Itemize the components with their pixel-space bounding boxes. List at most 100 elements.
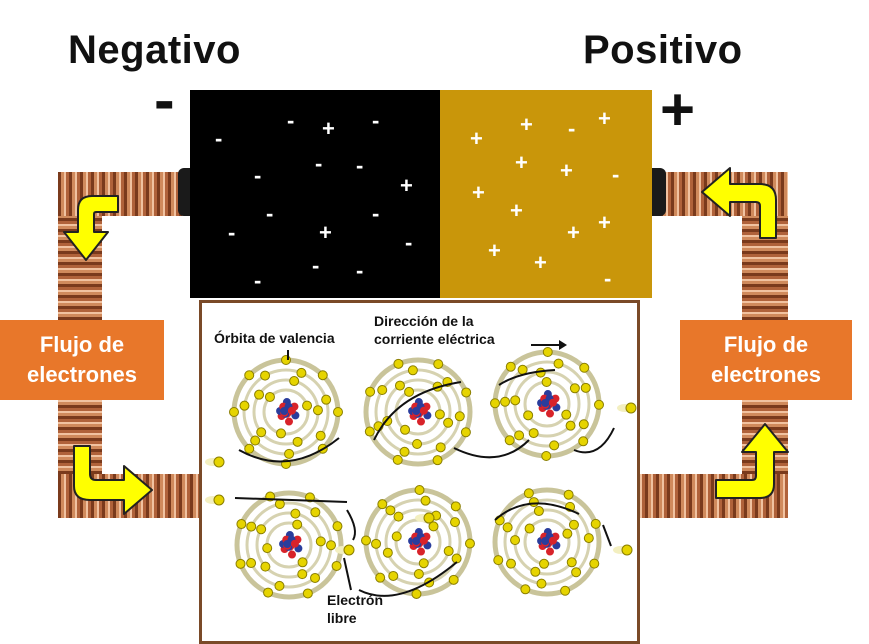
orbit-ring: [262, 388, 310, 436]
electron: [561, 409, 572, 420]
electron: [490, 398, 501, 409]
negative-charge-14: -: [312, 253, 320, 278]
electron: [493, 555, 504, 566]
electron: [325, 540, 336, 551]
electron: [302, 588, 313, 599]
electron: [393, 511, 404, 522]
current-direction-label: Dirección de la corriente eléctrica: [374, 313, 495, 348]
positive-charge-3: +: [598, 106, 611, 131]
current-path: [346, 509, 356, 541]
electron: [260, 370, 271, 381]
electron: [315, 430, 326, 441]
negative-charge-8: -: [266, 201, 274, 226]
electron: [302, 400, 313, 411]
electron: [541, 377, 552, 388]
electron: [443, 417, 454, 428]
electron: [264, 391, 275, 402]
nucleus-particle: [412, 536, 421, 545]
electron-flow-label-right: Flujo de electrones: [680, 320, 852, 400]
electron: [391, 531, 402, 542]
electron: [589, 558, 600, 569]
positive-charge-6: +: [560, 158, 573, 183]
current-path: [573, 427, 615, 454]
electron: [411, 588, 422, 599]
electron: [568, 519, 579, 530]
positive-charge-10: +: [598, 210, 611, 235]
electron: [500, 396, 511, 407]
electron: [393, 358, 404, 369]
electron: [312, 405, 323, 416]
electron: [571, 567, 582, 578]
nucleus-particle: [545, 409, 554, 418]
positive-charge-11: +: [488, 238, 501, 263]
nucleus-particle: [287, 550, 296, 559]
current-path: [358, 561, 458, 597]
electron: [246, 558, 257, 569]
electron: [583, 533, 594, 544]
free-electron-line2: libre: [327, 609, 357, 626]
electron: [533, 506, 544, 517]
electron: [517, 364, 528, 375]
negative-charge-4: -: [254, 163, 262, 188]
electron: [399, 446, 410, 457]
electron: [464, 538, 475, 549]
electron: [365, 386, 376, 397]
nucleus-particle: [284, 417, 293, 426]
orbit-ring: [363, 357, 473, 467]
battery-positive-half: [440, 90, 652, 298]
electron: [530, 566, 541, 577]
electron: [413, 568, 424, 579]
electron: [514, 430, 525, 441]
electron: [536, 578, 547, 589]
current-path: [373, 381, 462, 441]
positive-charge-9: +: [567, 220, 580, 245]
free-electron-line1: Electrón: [327, 592, 384, 608]
electron: [523, 488, 534, 499]
electron: [505, 361, 516, 372]
negative-charge-2: +: [322, 116, 335, 141]
electron: [250, 435, 261, 446]
positive-title: Positivo: [583, 28, 743, 72]
electron: [260, 561, 271, 572]
flow-arrow-top-left: [63, 195, 119, 261]
electron-flow-right-line2: electrones: [710, 362, 822, 387]
positive-charge-1: +: [520, 112, 533, 137]
electron: [443, 546, 454, 557]
electron: [361, 535, 372, 546]
negative-charge-5: -: [315, 151, 323, 176]
current-path: [234, 497, 348, 503]
electron: [310, 572, 321, 583]
electron: [420, 495, 431, 506]
electron: [510, 535, 521, 546]
electron: [506, 558, 517, 569]
negative-charge-9: -: [372, 201, 380, 226]
electron: [244, 370, 255, 381]
nucleus-particle: [283, 539, 292, 548]
electron: [539, 558, 550, 569]
electron: [388, 570, 399, 581]
electron: [460, 427, 471, 438]
electron: [578, 436, 589, 447]
electron: [590, 518, 601, 529]
electron: [321, 394, 332, 405]
positive-charge-0: +: [470, 126, 483, 151]
electron: [435, 442, 446, 453]
current-path: [498, 369, 556, 386]
electron-flow-right-line1: Flujo de: [723, 332, 809, 358]
electron: [400, 424, 411, 435]
free-electron: [625, 402, 637, 414]
electron: [239, 400, 250, 411]
electron: [593, 399, 604, 410]
negative-charge-0: -: [215, 126, 223, 151]
electron: [297, 569, 308, 580]
nucleus-particle: [416, 547, 425, 556]
electron: [579, 362, 590, 373]
electron: [229, 407, 239, 417]
electron: [262, 543, 273, 554]
nucleus-particle: [548, 398, 557, 407]
negative-charge-7: +: [400, 173, 413, 198]
electron: [562, 528, 573, 539]
current-path: [494, 502, 580, 521]
positive-terminal-sign: +: [660, 76, 696, 143]
electron: [276, 428, 287, 439]
